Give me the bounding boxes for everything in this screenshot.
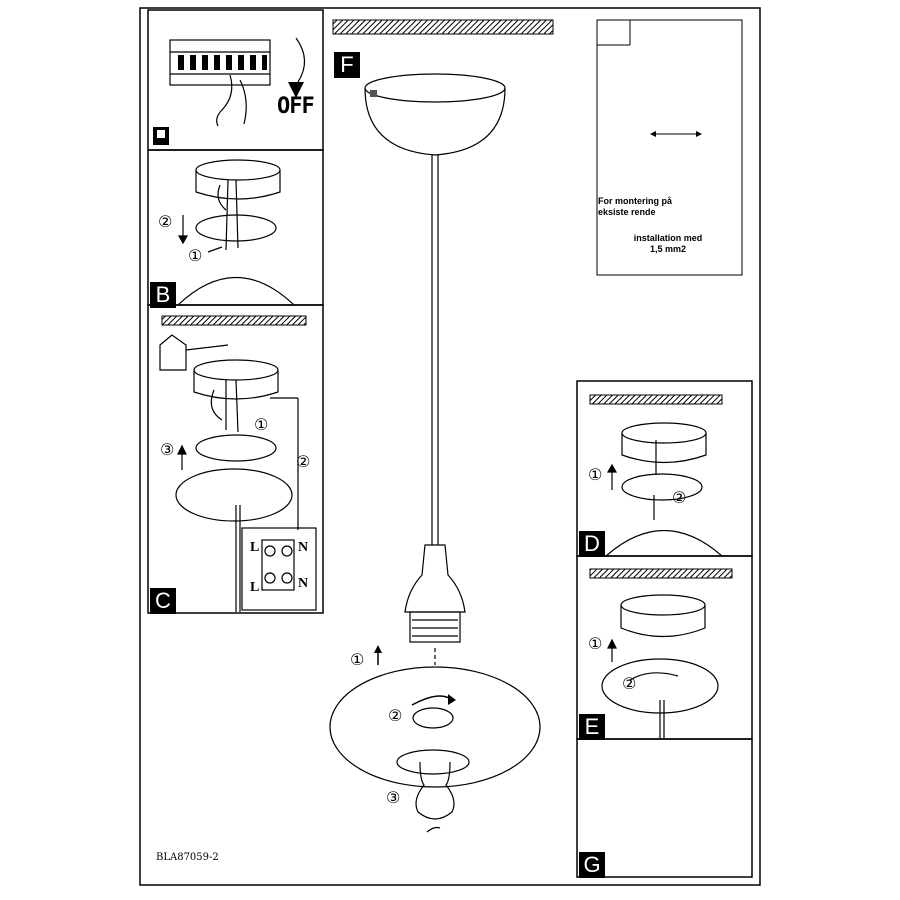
panel-b-step-2: ②	[158, 212, 173, 231]
panel-d-step-1: ①	[588, 465, 603, 484]
panel-b-drawing	[177, 159, 295, 306]
note-text-top: For montering på eksiste rende	[598, 196, 738, 218]
note-box-frame	[596, 19, 743, 276]
note-line-1: For montering på	[598, 196, 672, 206]
note-line-3: installation med	[633, 233, 703, 243]
screw-marker-icon	[370, 90, 377, 97]
panel-a-frame	[147, 9, 324, 151]
panel-c-step-3: ③	[160, 440, 175, 459]
terminal-label-l-top: L	[250, 540, 260, 555]
panel-b-letter: B	[150, 282, 176, 308]
panel-f-letter: F	[334, 52, 360, 78]
off-label: OFF	[277, 94, 315, 119]
panel-a-hand-icon	[153, 127, 169, 145]
panel-e-letter: E	[579, 714, 605, 740]
document-code: BLA87059-2	[156, 852, 219, 863]
off-arrow-icon	[288, 82, 304, 98]
panel-d-step-2: ②	[672, 488, 687, 507]
note-line-2: eksiste rende	[598, 207, 656, 217]
terminal-label-n-bottom: N	[298, 576, 309, 591]
panel-e-step-1: ①	[588, 634, 603, 653]
panel-f-step-1: ①	[350, 650, 365, 669]
panel-d-hatch-bar	[589, 394, 723, 405]
panel-f-step-3: ③	[386, 788, 401, 807]
panel-f-step-2: ②	[388, 706, 403, 725]
double-arrow-icon	[650, 131, 702, 137]
terminal-label-l-bottom: L	[250, 580, 260, 595]
pendant-lamp-drawing	[329, 73, 541, 833]
pendant-rotate-arrow-icon	[411, 694, 456, 706]
panel-d-letter: D	[579, 531, 605, 557]
panel-c-step-1: ①	[254, 415, 269, 434]
outer-frame	[139, 7, 761, 886]
panel-e-step-2: ②	[622, 674, 637, 693]
panel-b-step-1: ①	[188, 246, 203, 265]
panel-c-drawing	[159, 334, 317, 612]
panel-c-step-2: ②	[296, 452, 311, 471]
note-line-4: 1,5 mm2	[649, 244, 687, 254]
panel-e-hatch-bar	[589, 568, 733, 579]
note-text-bottom: installation med 1,5 mm2	[598, 233, 738, 255]
breaker-illustration	[169, 37, 306, 127]
terminal-label-n-top: N	[298, 540, 309, 555]
panel-c-letter: C	[150, 588, 176, 614]
panel-c-frame	[147, 304, 324, 614]
panel-e-drawing	[601, 594, 719, 738]
panel-g-letter: G	[579, 852, 605, 878]
panel-g-frame	[576, 738, 753, 878]
panel-c-hatch-bar	[161, 315, 307, 326]
pendant-up-arrow-icon	[374, 645, 382, 665]
panel-f-hatch-bar	[332, 19, 554, 35]
panel-d-drawing	[605, 422, 723, 557]
panel-d-frame	[576, 380, 753, 557]
